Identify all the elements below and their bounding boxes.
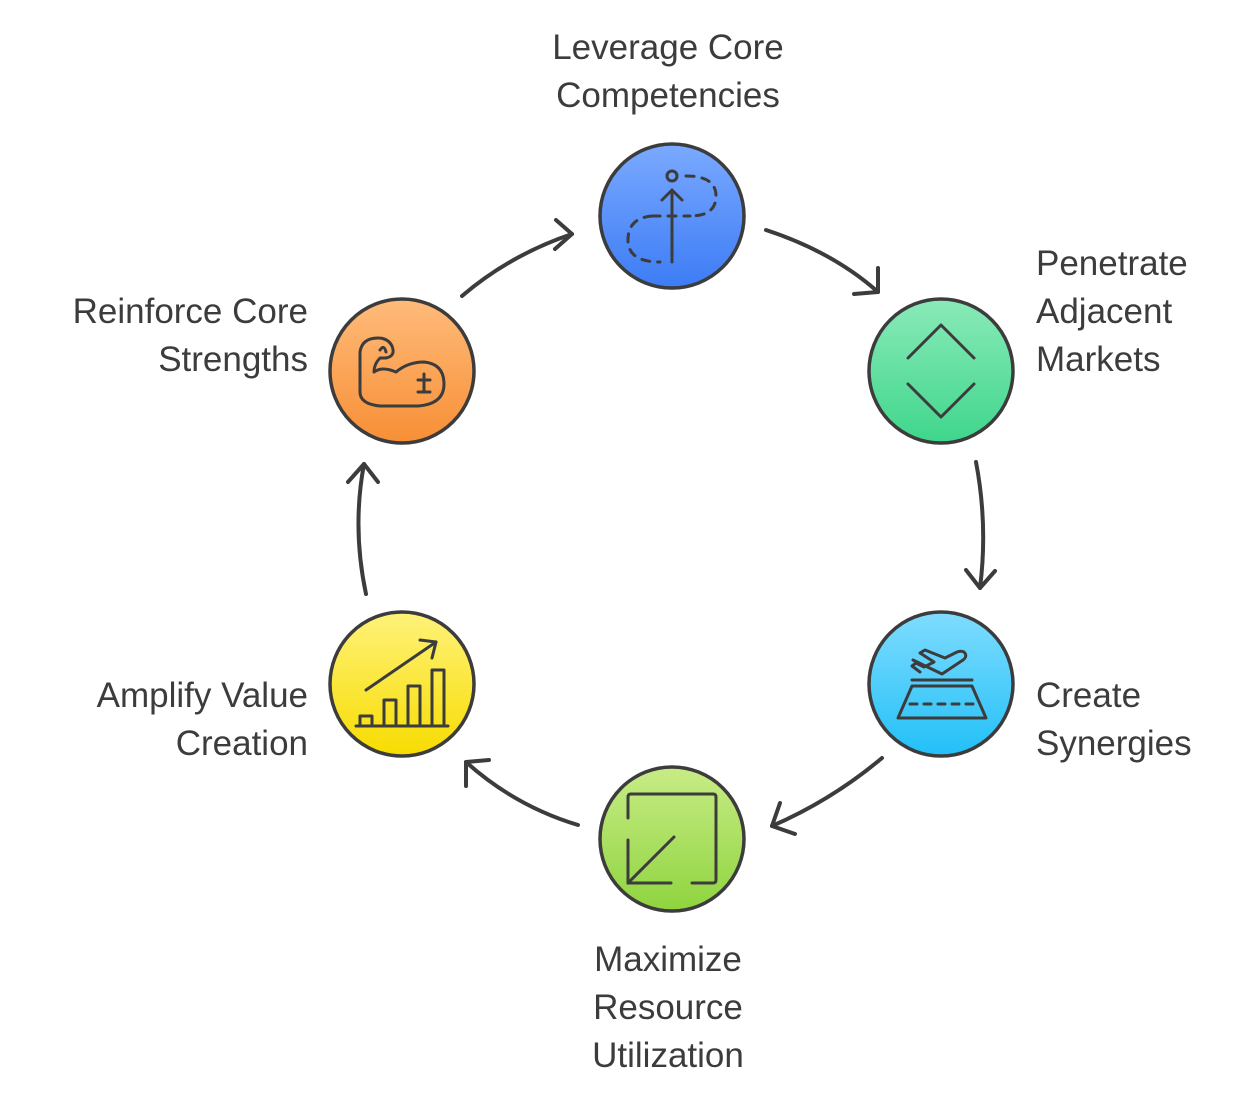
flexed-arm-icon [358,336,446,408]
label-penetrate-line-1: Penetrate [1036,244,1188,283]
resize-arrow-icon [626,792,718,885]
arrow-penetrate-to-synergies [964,460,997,590]
arrow-amplify-to-reinforce [346,462,380,596]
node-amplify [328,610,476,758]
label-amplify-line-1: Amplify Value [96,676,308,715]
label-amplify: Amplify Value Creation [8,672,308,768]
label-leverage-line-1: Leverage Core [552,28,784,67]
node-penetrate [867,297,1015,445]
label-maximize-line-1: Maximize [594,940,742,979]
label-penetrate-line-3: Markets [1036,340,1161,379]
label-reinforce-line-2: Strengths [158,340,308,379]
arrow-maximize-to-amplify [464,758,580,827]
label-leverage: Leverage Core Competencies [518,24,818,120]
label-penetrate-line-2: Adjacent [1036,292,1173,331]
label-synergies: Create Synergies [1036,672,1236,768]
label-reinforce: Reinforce Core Strengths [8,288,308,384]
label-maximize-line-3: Utilization [592,1036,744,1075]
label-reinforce-line-1: Reinforce Core [72,292,308,331]
arrow-reinforce-to-leverage [460,218,574,298]
label-maximize: Maximize Resource Utilization [532,936,804,1080]
label-amplify-line-2: Creation [175,724,308,763]
diamond-chevrons-icon [906,323,976,419]
label-synergies-line-2: Synergies [1036,724,1192,763]
airplane-runway-icon [896,648,988,720]
label-maximize-line-2: Resource [593,988,743,1027]
node-reinforce [328,297,476,445]
label-leverage-line-2: Competencies [556,76,780,115]
growth-chart-icon [354,638,450,728]
label-penetrate: Penetrate Adjacent Markets [1036,240,1236,384]
node-synergies [867,610,1015,758]
arrow-synergies-to-maximize [770,756,884,836]
dashed-path-arrow-icon [626,169,718,264]
label-synergies-line-1: Create [1036,676,1142,715]
arrow-leverage-to-penetrate [764,228,880,296]
